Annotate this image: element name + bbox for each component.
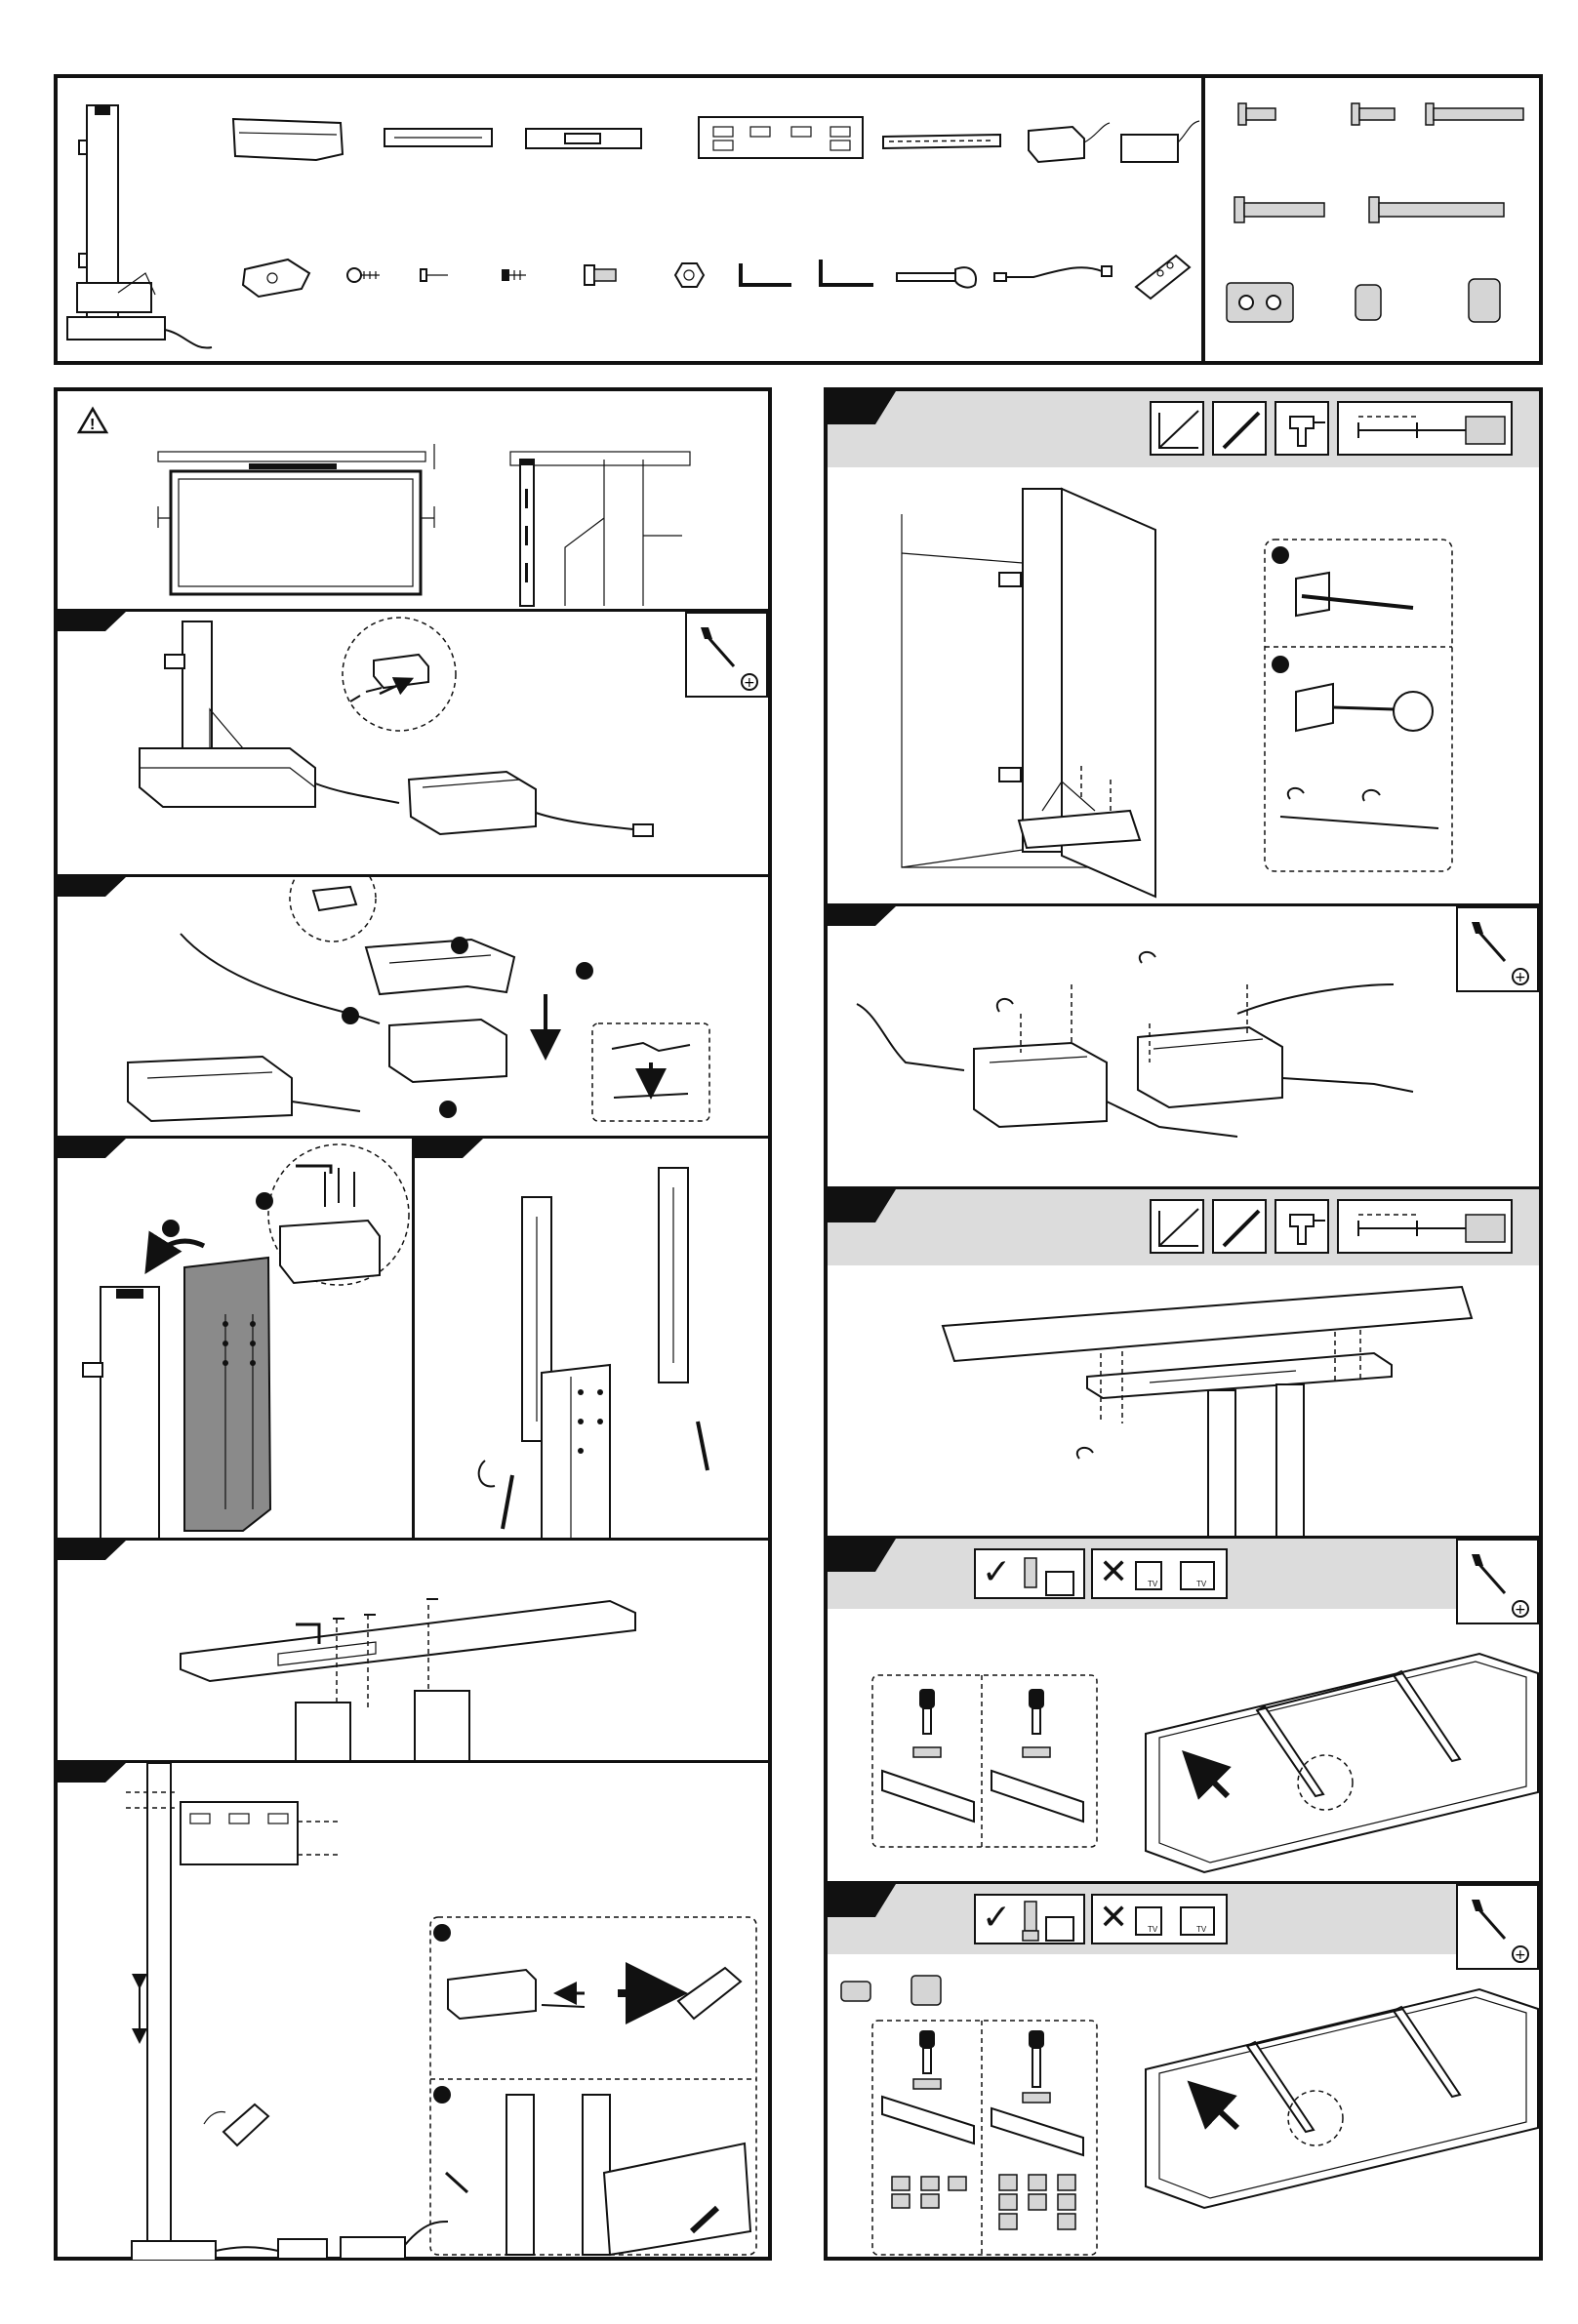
panel-step-connect-adapter: +: [58, 612, 768, 877]
part-slotted-rail: [883, 135, 1000, 148]
spacer-short: [1355, 285, 1381, 320]
part-remote-control: [1136, 256, 1190, 299]
top-rail-illustration: [58, 1541, 768, 1763]
part-allen-key-large: [821, 260, 873, 285]
part-bolt-large: [585, 265, 616, 285]
screw-m4-medium: [1352, 103, 1395, 125]
part-control-box: [1029, 123, 1110, 162]
part-tv-plate: [699, 117, 863, 158]
part-small-screw: [421, 269, 448, 281]
part-rail-long: [526, 129, 641, 148]
panel-step-attach-clamp: [58, 877, 768, 1139]
part-wrench: [897, 267, 976, 287]
panel-step-install-cabinet: [828, 391, 1539, 906]
warning-symbol: !: [90, 417, 95, 433]
parts-illustrations: [58, 78, 1209, 369]
screws-illustrations: [1205, 78, 1547, 369]
mount-plate-illustration: [58, 1763, 768, 2261]
part-clamp-bracket: [243, 260, 309, 297]
panel-step-rails-tv-b: ✓ ✕ TV TV +: [828, 1884, 1539, 2261]
panel-warning-clearance: !: [58, 391, 768, 612]
panel-step-slide-columns: [415, 1139, 768, 1541]
clearance-cabinet-side: [510, 452, 690, 606]
screws-box: [1201, 74, 1543, 365]
panel-step-mount-plate-connect: [58, 1763, 768, 2261]
left-instructions-frame: !: [54, 387, 772, 2261]
attach-shelf-illustration: [828, 1189, 1539, 1539]
install-cabinet-illustration: [828, 391, 1539, 906]
rails-tv-b-illustration: [828, 1884, 1539, 2261]
part-wood-screw: [347, 268, 380, 282]
part-rail-short: [384, 129, 492, 146]
spacer-washer: [1227, 283, 1293, 322]
part-allen-key-small: [741, 263, 791, 285]
screw-m6-long: [1369, 197, 1504, 222]
fix-control-box-illustration: [828, 906, 1539, 1189]
part-mounting-bracket: [233, 119, 343, 160]
attach-clamp-illustration: [58, 877, 768, 1139]
panel-step-attach-shelf: [828, 1189, 1539, 1539]
panel-step-top-rail: [58, 1541, 768, 1763]
screw-m4-short: [1238, 103, 1275, 125]
slide-columns-illustration: [415, 1139, 768, 1541]
part-machine-screw: [502, 269, 526, 281]
panel-step-rails-tv-a: ✓ ✕ TV TV +: [828, 1539, 1539, 1884]
clearance-tv-front: [158, 444, 434, 594]
screw-m4-long: [1426, 103, 1523, 125]
panel-step-fix-control-box: +: [828, 906, 1539, 1189]
part-power-adapter: [1121, 121, 1199, 162]
clearance-diagram: !: [58, 391, 768, 612]
spacer-tall: [1469, 279, 1500, 322]
part-column-with-base: [67, 105, 212, 348]
part-nut: [675, 263, 704, 287]
connect-adapter-illustration: [58, 612, 768, 877]
parts-list-box: [54, 74, 1205, 365]
part-cable: [994, 266, 1112, 281]
warning-triangle-icon: !: [79, 409, 106, 433]
screw-m6-medium: [1234, 197, 1324, 222]
bracket-to-column-illustration: [58, 1139, 415, 1541]
rails-tv-a-illustration: [828, 1539, 1539, 1884]
panel-step-bracket-to-column: [58, 1139, 415, 1541]
right-instructions-frame: +: [824, 387, 1543, 2261]
